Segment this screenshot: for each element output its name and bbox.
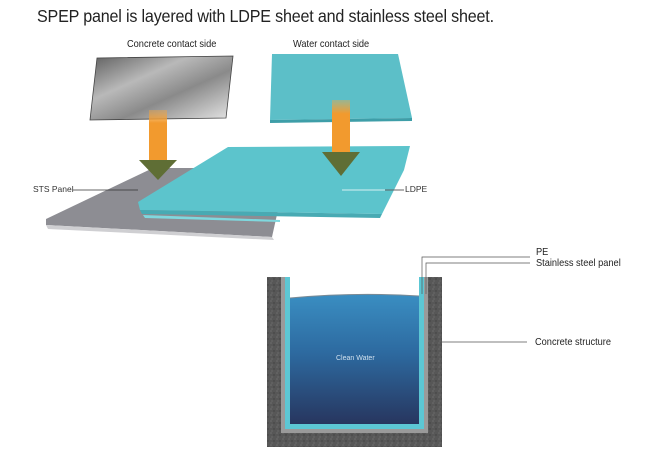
steel-sheet-top: [89, 55, 234, 121]
sts-panel-label: STS Panel: [33, 184, 74, 194]
concrete-contact-side-label: Concrete contact side: [127, 38, 217, 50]
stainless-callout-line: [425, 262, 530, 294]
arrow-down-icon: [139, 110, 177, 180]
water-contact-side-label: Water contact side: [293, 38, 370, 50]
pe-callout-line: [421, 256, 530, 294]
pe-label: PE: [536, 246, 549, 258]
stainless-steel-panel-label: Stainless steel panel: [536, 257, 621, 269]
ldpe-sheet-bottom: [138, 146, 410, 222]
clean-water-label: Clean Water: [336, 355, 375, 362]
tank-cross-section: [267, 277, 442, 447]
arrow-down-icon: [322, 100, 360, 176]
concrete-structure-label: Concrete structure: [535, 336, 612, 348]
ldpe-label: LDPE: [405, 184, 428, 194]
page-title: SPEP panel is layered with LDPE sheet an…: [37, 6, 494, 26]
